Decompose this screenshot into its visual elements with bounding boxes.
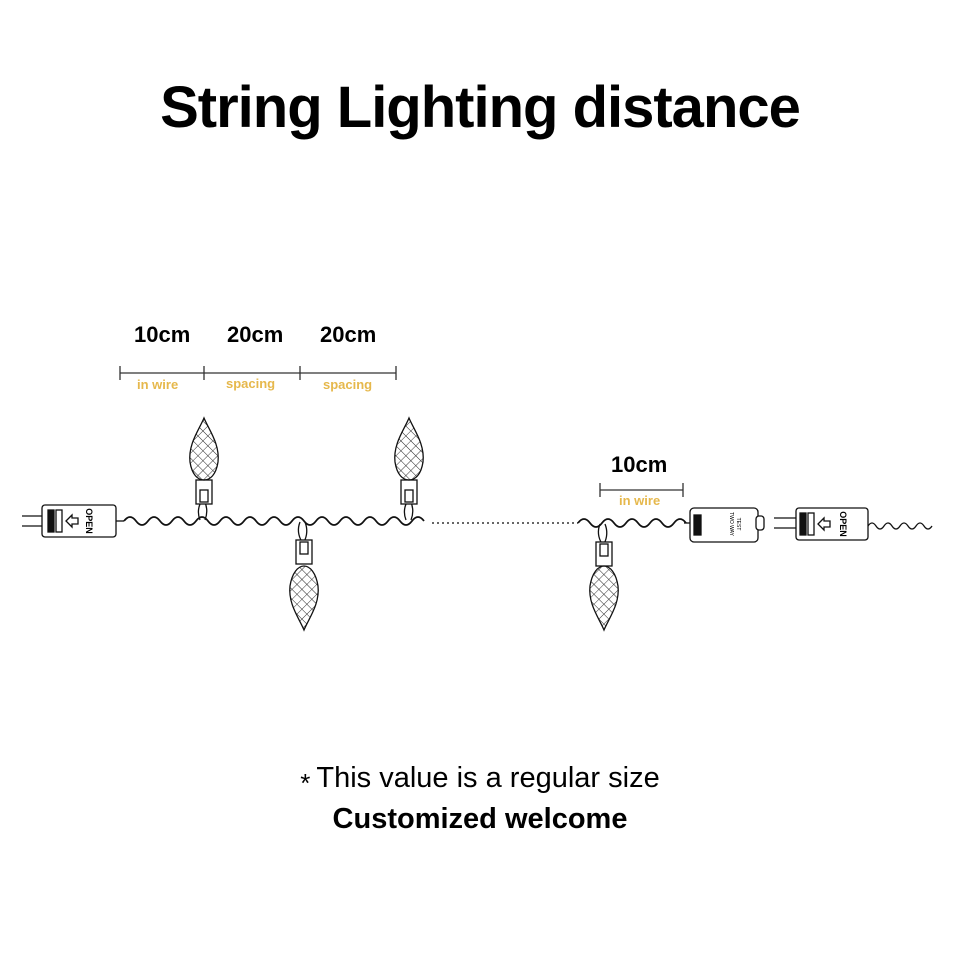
note-regular-size: *This value is a regular size [0, 762, 960, 798]
note-line-1: This value is a regular size [316, 762, 660, 794]
end-measure-label: in wire [619, 493, 661, 508]
right-plug-label: OPEN [838, 511, 848, 537]
end-measure-value: 10cm [611, 452, 668, 477]
third-measure-label: spacing [323, 377, 373, 392]
first-measure-label: in wire [137, 377, 179, 392]
bulb-last [589, 523, 619, 632]
right-plug [774, 507, 869, 541]
left-plug [22, 504, 124, 538]
bulb-upward-1 [189, 416, 219, 521]
wire-left [123, 516, 425, 526]
end-controller [684, 507, 765, 543]
measure-bracket-end [599, 483, 684, 497]
tail-wire [867, 522, 933, 530]
note-customized: Customized welcome [332, 803, 628, 835]
third-measure-value: 20cm [320, 322, 377, 347]
controller-label-1: TWO WAY [728, 512, 734, 537]
second-measure-label: spacing [226, 376, 276, 391]
bulb-upward-2 [394, 416, 424, 521]
left-plug-label: OPEN [84, 508, 94, 534]
second-measure-value: 20cm [227, 322, 284, 347]
page-title: String Lighting distance [160, 75, 801, 140]
asterisk: * [300, 767, 311, 798]
measure-bracket-top [119, 366, 397, 380]
first-measure-value: 10cm [134, 322, 191, 347]
controller-label-2: TEST [735, 518, 741, 531]
wire-right [577, 518, 687, 528]
bulb-downward [289, 521, 319, 632]
